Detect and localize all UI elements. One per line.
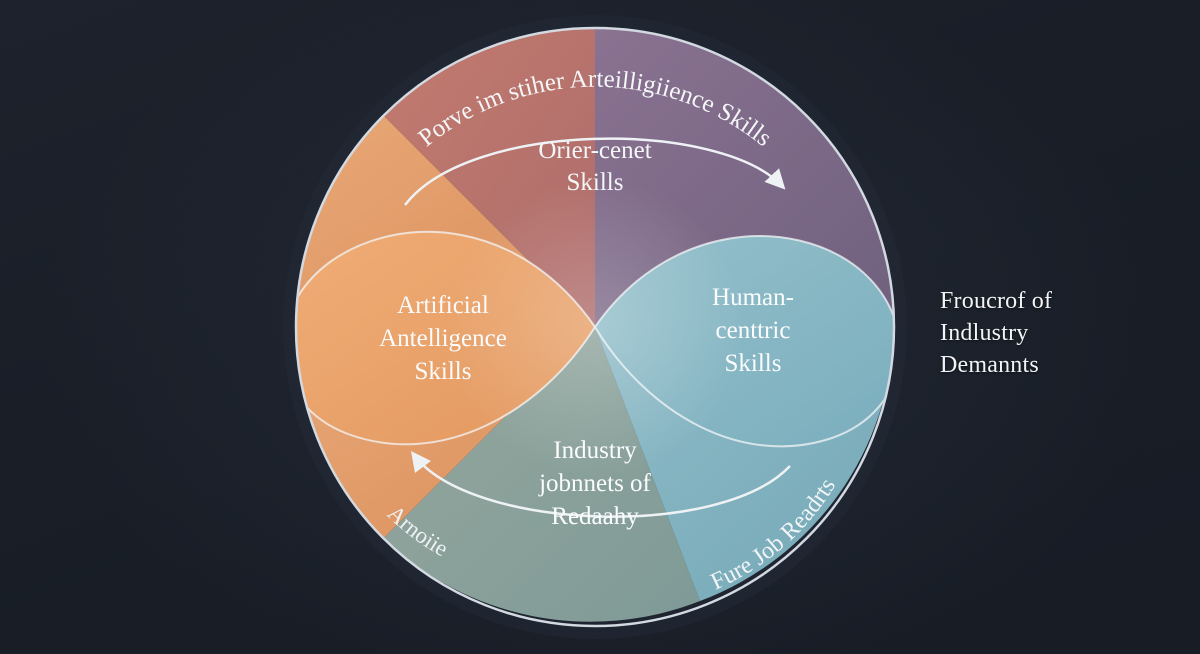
pie-segments-group	[296, 28, 894, 622]
outer-ring	[294, 26, 896, 628]
side-note-future-of-industry-demands: Froucrof of Indlustry Demannts	[940, 288, 1053, 378]
top-cycle-arrow	[404, 137, 786, 206]
bottom-cycle-arrow	[411, 450, 791, 518]
center-glow	[445, 177, 745, 477]
